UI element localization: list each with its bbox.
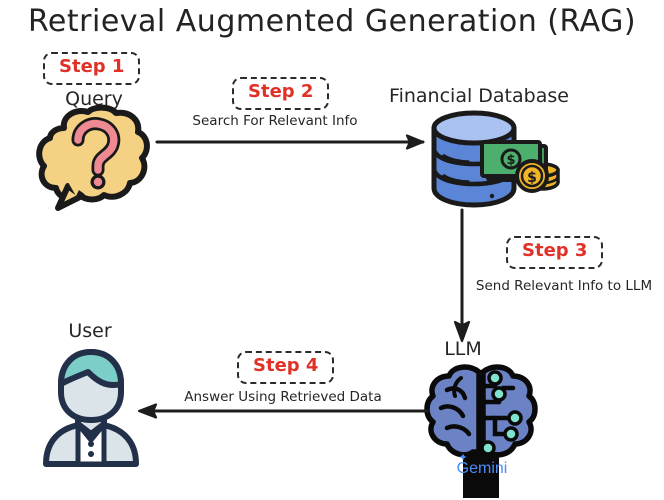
svg-text:$: $ (527, 170, 537, 186)
user-avatar-icon (36, 348, 146, 468)
brain-circuit-icon (424, 362, 538, 500)
gemini-sparkle-icon: ✦ (458, 451, 468, 464)
step-4-badge: Step 4 (237, 351, 335, 384)
step-2-badge: Step 2 (232, 77, 330, 110)
step-3-badge: Step 3 (506, 236, 604, 269)
speech-bubble-question-icon (36, 104, 158, 216)
arrow-query-to-database (155, 131, 440, 155)
financial-database-label: Financial Database (389, 85, 569, 107)
step-4-caption: Answer Using Retrieved Data (184, 389, 382, 405)
step-1-badge: Step 1 (43, 52, 141, 85)
arrow-database-to-llm (450, 208, 476, 348)
arrow-llm-to-user (136, 400, 431, 424)
svg-text:$: $ (506, 153, 515, 168)
gemini-badge-label: Gemini (456, 460, 508, 477)
financial-database-icon: $ $ (420, 110, 560, 210)
user-label: User (68, 320, 112, 342)
query-label: Query (65, 88, 123, 110)
step-2-caption: Search For Relevant Info (192, 113, 358, 129)
llm-label: LLM (444, 338, 482, 360)
step-3-caption: Send Relevant Info to LLM (475, 278, 653, 294)
page-title: Retrieval Augmented Generation (RAG) (27, 4, 637, 39)
